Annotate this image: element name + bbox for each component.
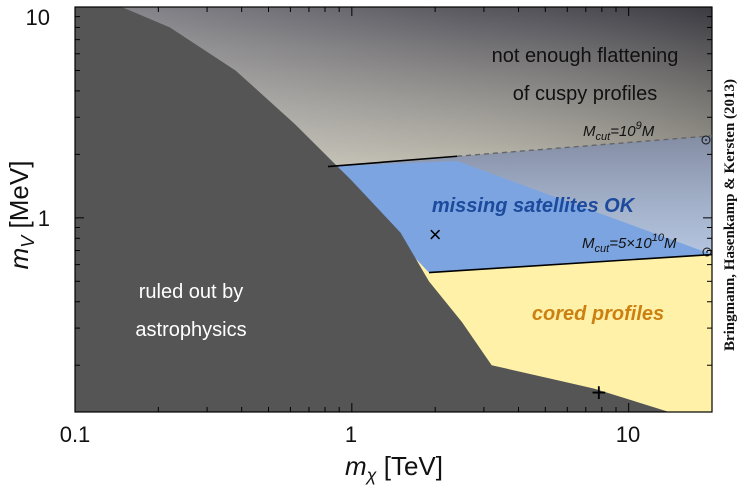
sun-symbol-2-dot — [706, 251, 708, 253]
marker-plus: + — [591, 378, 606, 408]
credit-text: Bringmann, Hasenkamp & Kersten (2013) — [722, 79, 738, 351]
y-tick-1: 1 — [38, 206, 50, 231]
ruled-out-label-line2: astrophysics — [135, 319, 246, 341]
mcut-1e9-line — [327, 155, 458, 168]
sun-symbol-1-dot — [705, 139, 707, 141]
x-axis-label: mχ [TeV] — [345, 451, 443, 485]
flattening-label-line2: of cuspy profiles — [513, 83, 658, 105]
plot-frame — [74, 6, 713, 413]
missing-satellites-label: missing satellites OK — [432, 195, 636, 217]
x-tick-10: 10 — [616, 422, 640, 447]
mcut-1e9-dashed-line — [457, 135, 713, 157]
mcut-1e9-label: Mcut=109M — [583, 120, 655, 143]
not-enough-flattening-shading — [115, 7, 712, 167]
y-axis-label: mV [MeV] — [4, 161, 38, 270]
sun-symbol-1 — [701, 135, 711, 145]
axis-ticks — [74, 6, 713, 412]
ruled-out-region — [75, 7, 670, 412]
cored-profiles-label: cored profiles — [532, 303, 664, 325]
y-tick-10: 10 — [26, 5, 50, 30]
x-tick-0.1: 0.1 — [60, 422, 91, 447]
x-tick-1: 1 — [345, 422, 357, 447]
flattening-label-line1: not enough flattening — [492, 45, 679, 67]
mcut-5e10-line — [428, 253, 713, 274]
ruled-out-label-line1: ruled out by — [139, 281, 244, 303]
marker-cross: × — [429, 222, 442, 247]
mcut-5e10-label: Mcut=5×1010M — [582, 232, 677, 255]
sun-symbol-2 — [702, 247, 712, 257]
